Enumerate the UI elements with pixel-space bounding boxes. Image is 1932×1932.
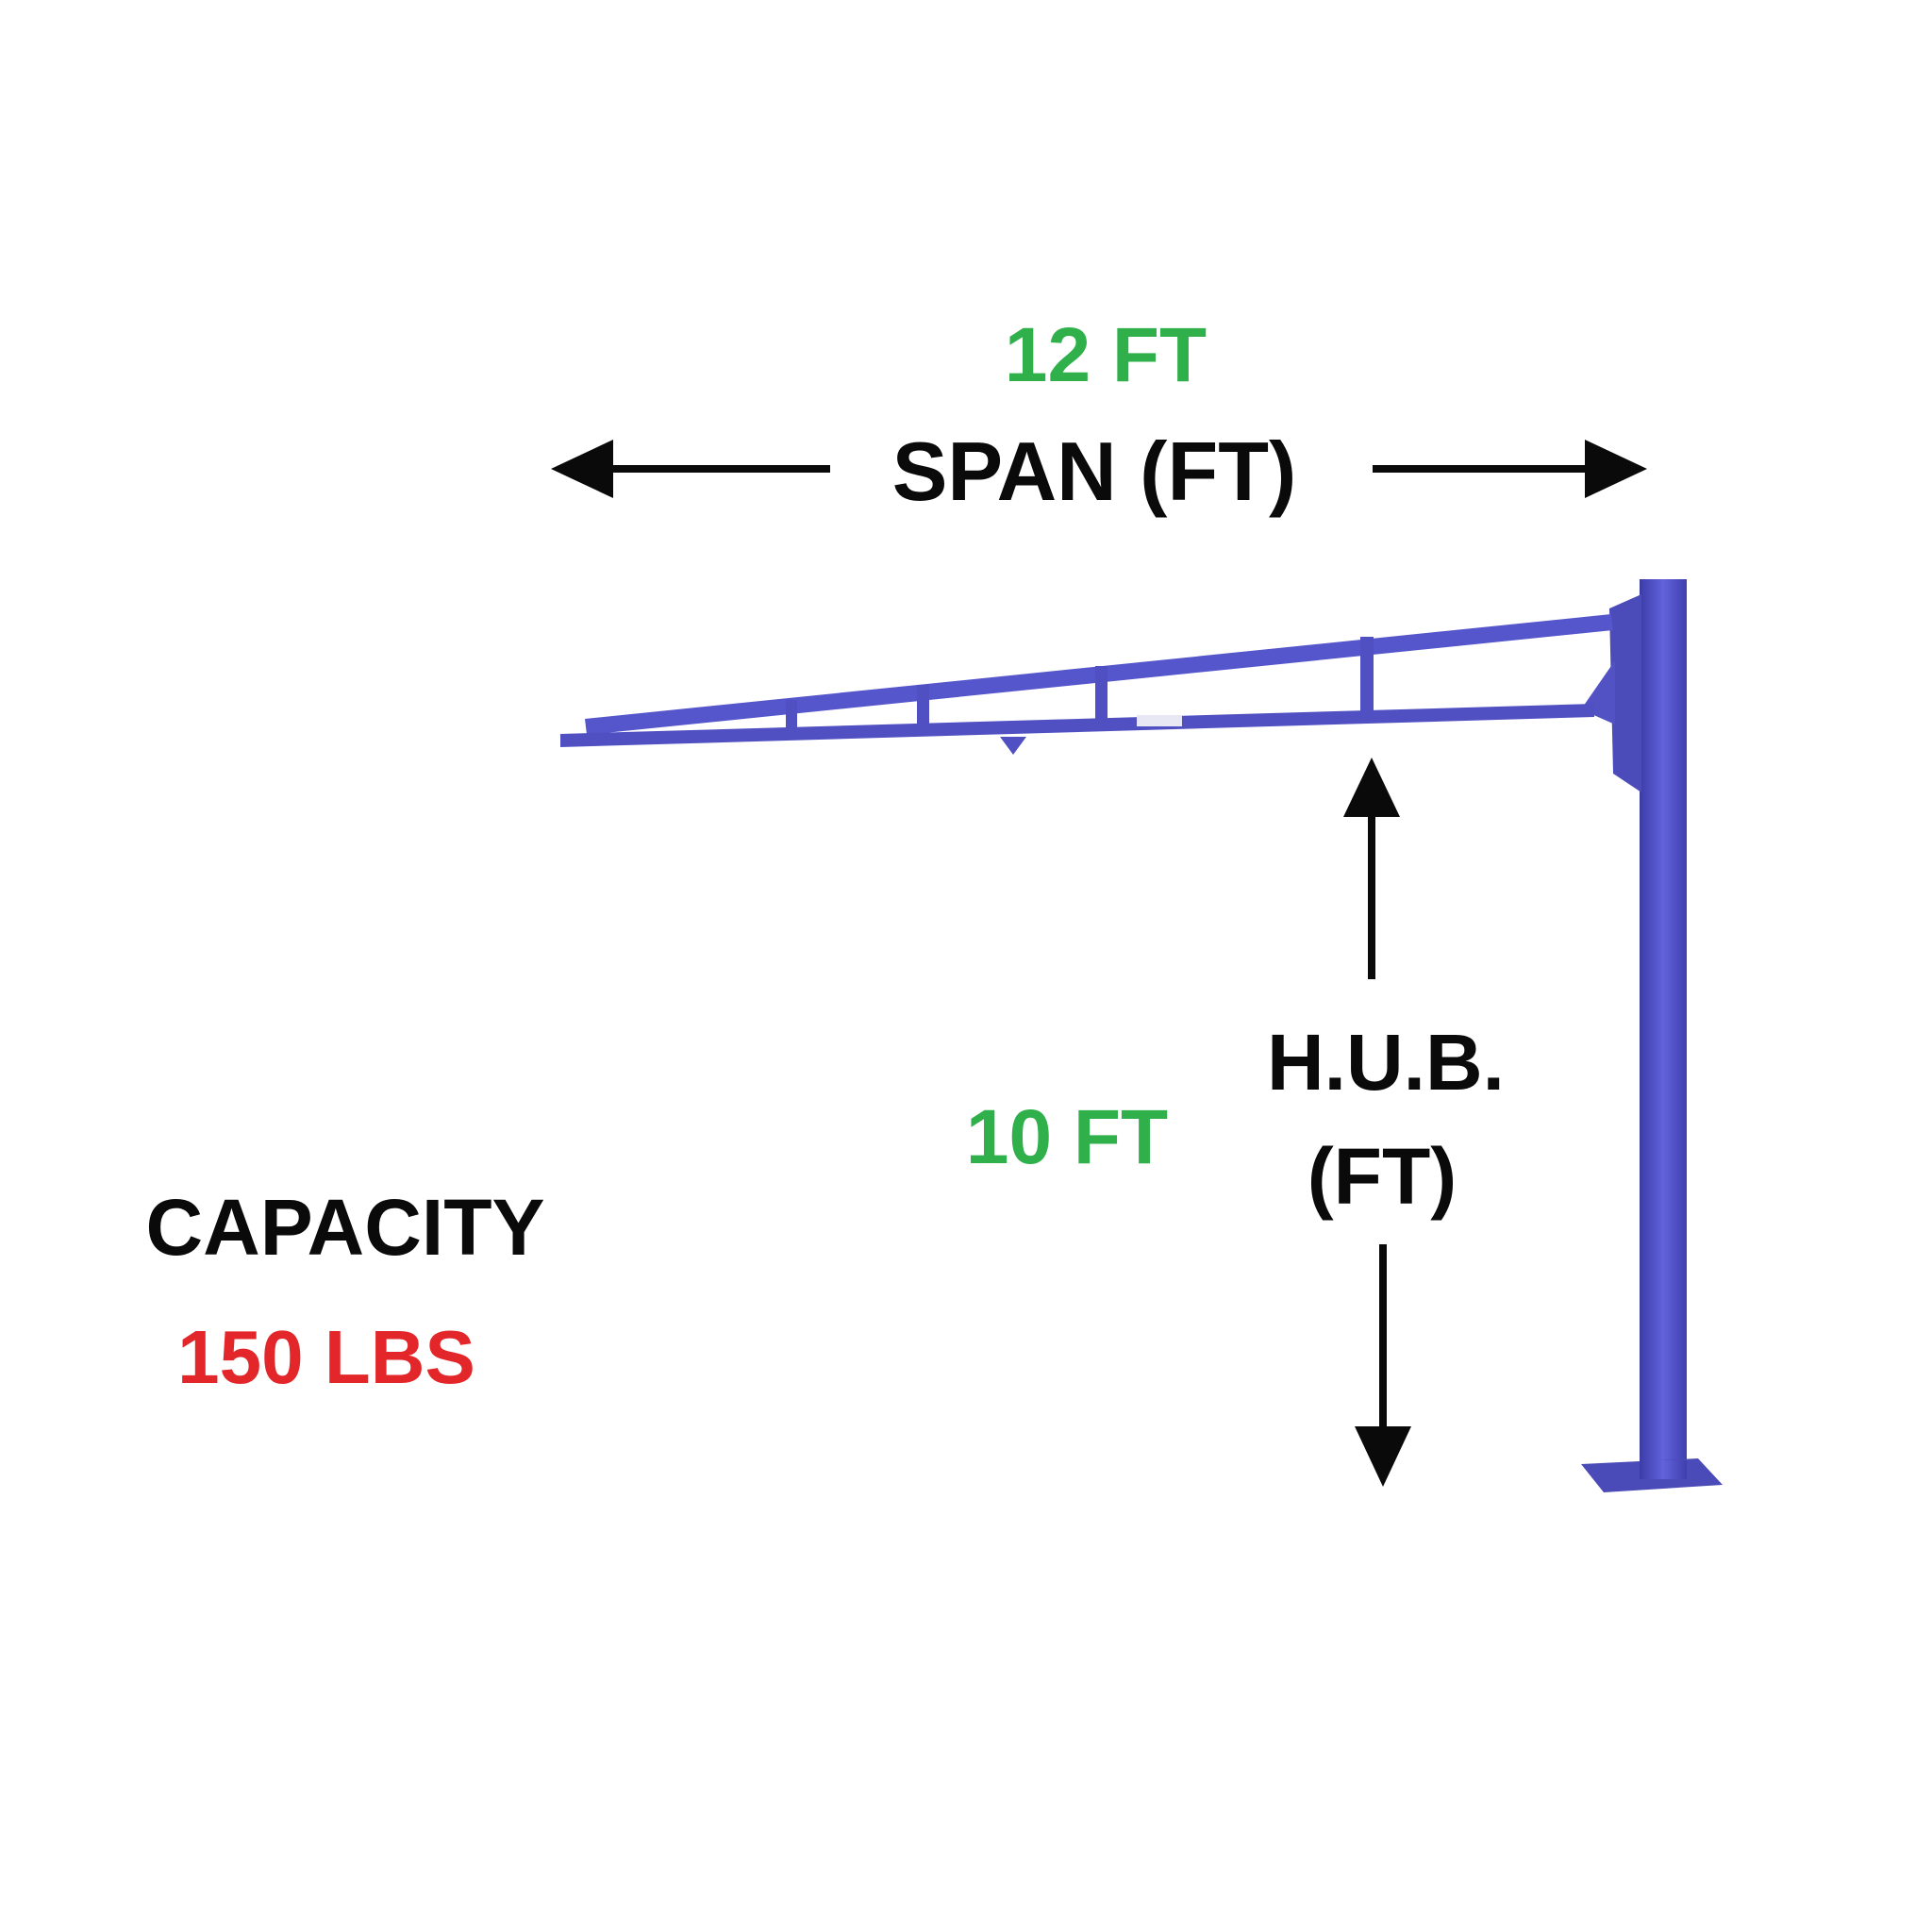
span-arrow (551, 440, 1647, 498)
arrow-right-icon (1585, 440, 1647, 498)
hub-arrow-up (1343, 758, 1400, 979)
arrow-up-icon (1343, 758, 1400, 817)
jib-crane (560, 579, 1723, 1492)
capacity-label: CAPACITY (145, 1183, 544, 1272)
span-label: SPAN (FT) (892, 425, 1297, 518)
crane-boom-bottom-chord (560, 704, 1594, 747)
capacity-value: 150 LBS (177, 1315, 475, 1399)
hub-arrow-down (1355, 1244, 1411, 1487)
hub-label-line1: H.U.B. (1267, 1018, 1505, 1107)
hub-label-line2: (FT) (1307, 1132, 1457, 1221)
crane-bracket (1609, 594, 1641, 792)
hub-value: 10 FT (966, 1094, 1168, 1180)
span-value: 12 FT (1005, 312, 1207, 398)
arrow-down-icon (1355, 1426, 1411, 1487)
crane-pillar (1640, 579, 1687, 1475)
crane-trolley (1000, 737, 1026, 755)
arrow-left-icon (551, 440, 613, 498)
